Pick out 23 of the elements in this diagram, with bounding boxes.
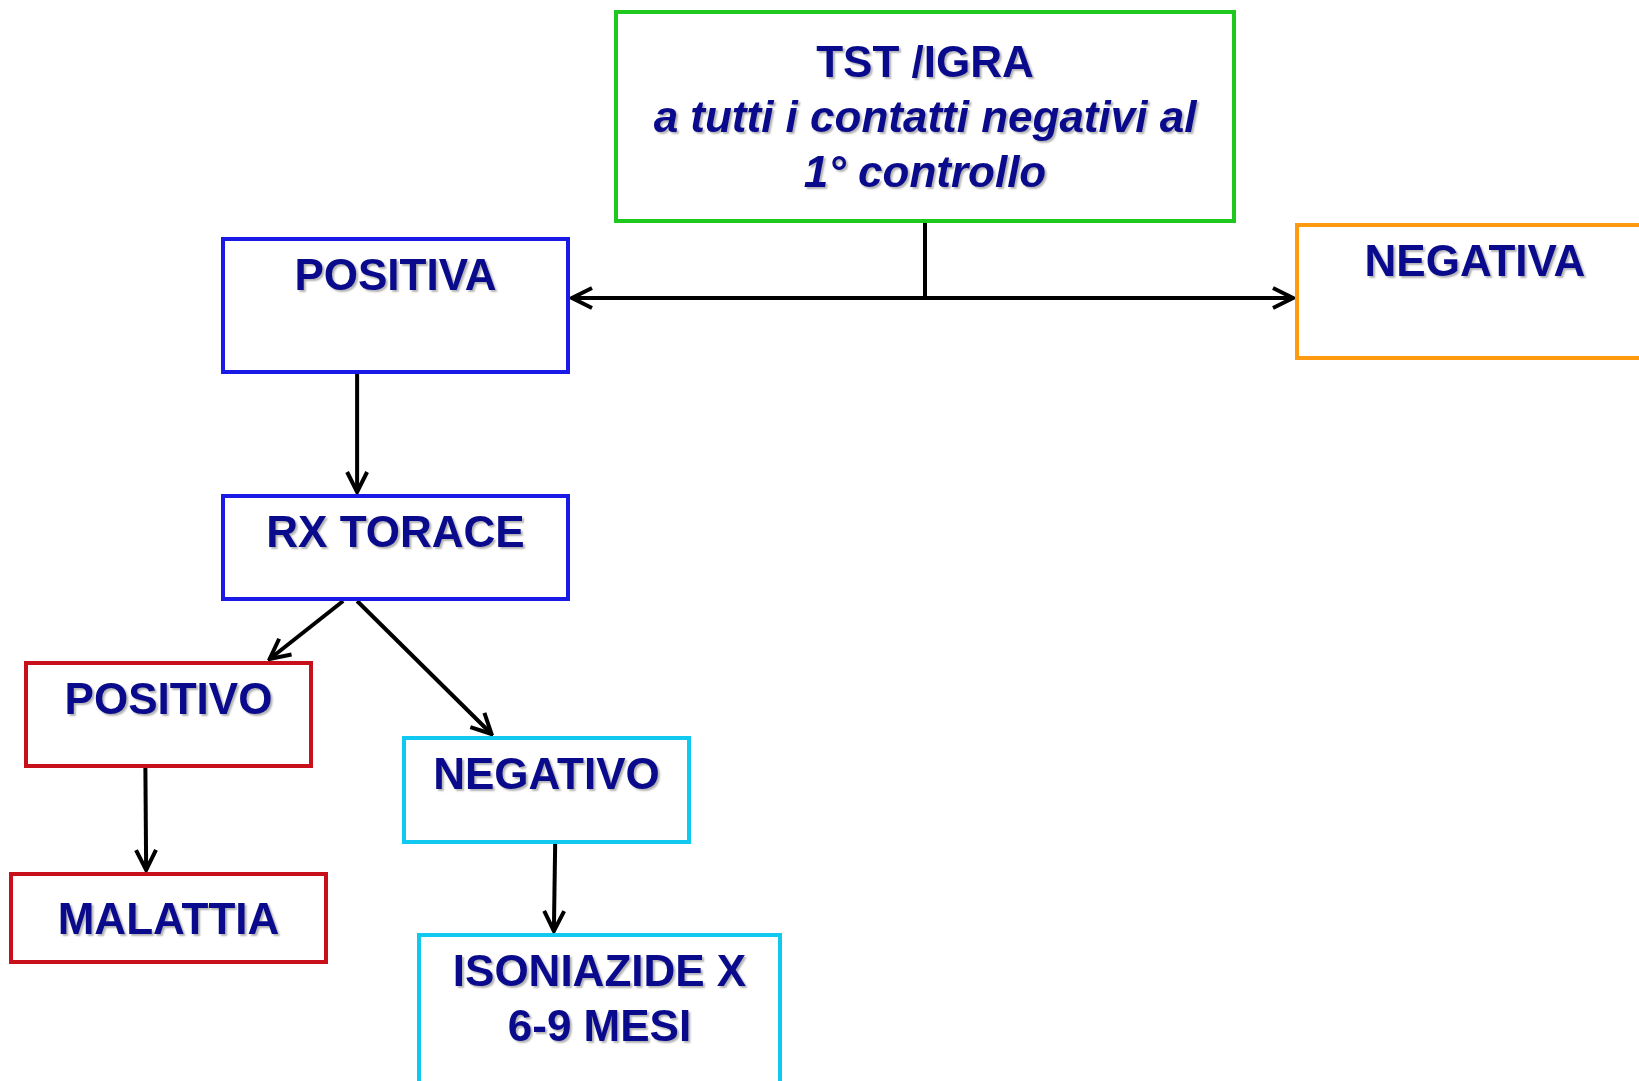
box-text: RX TORACE (266, 506, 525, 558)
flow-box (402, 736, 691, 844)
flow-box (417, 933, 782, 1081)
box-text: TST /IGRA (816, 36, 1034, 88)
box-text: a tutti i contatti negativi al 1° controllo (652, 91, 1199, 198)
flow-box (221, 237, 570, 374)
arrow (345, 374, 370, 494)
flow-box (221, 494, 570, 601)
box-text: NEGATIVA (1364, 235, 1586, 287)
box-text: POSITIVO (64, 673, 273, 725)
flow-box (9, 872, 328, 964)
flow-box (614, 10, 1236, 223)
arrow (542, 843, 567, 933)
box-text: NEGATIVO (433, 748, 660, 800)
box-text: POSITIVA (294, 249, 497, 301)
flow-box (1295, 223, 1639, 360)
box-text: ISONIAZIDE X 6-9 MESI (451, 945, 748, 1052)
box-text: MALATTIA (57, 892, 280, 945)
arrow (923, 223, 1295, 310)
arrow (134, 768, 158, 872)
flow-box (24, 661, 313, 768)
arrow (267, 599, 345, 661)
arrow (355, 599, 494, 736)
